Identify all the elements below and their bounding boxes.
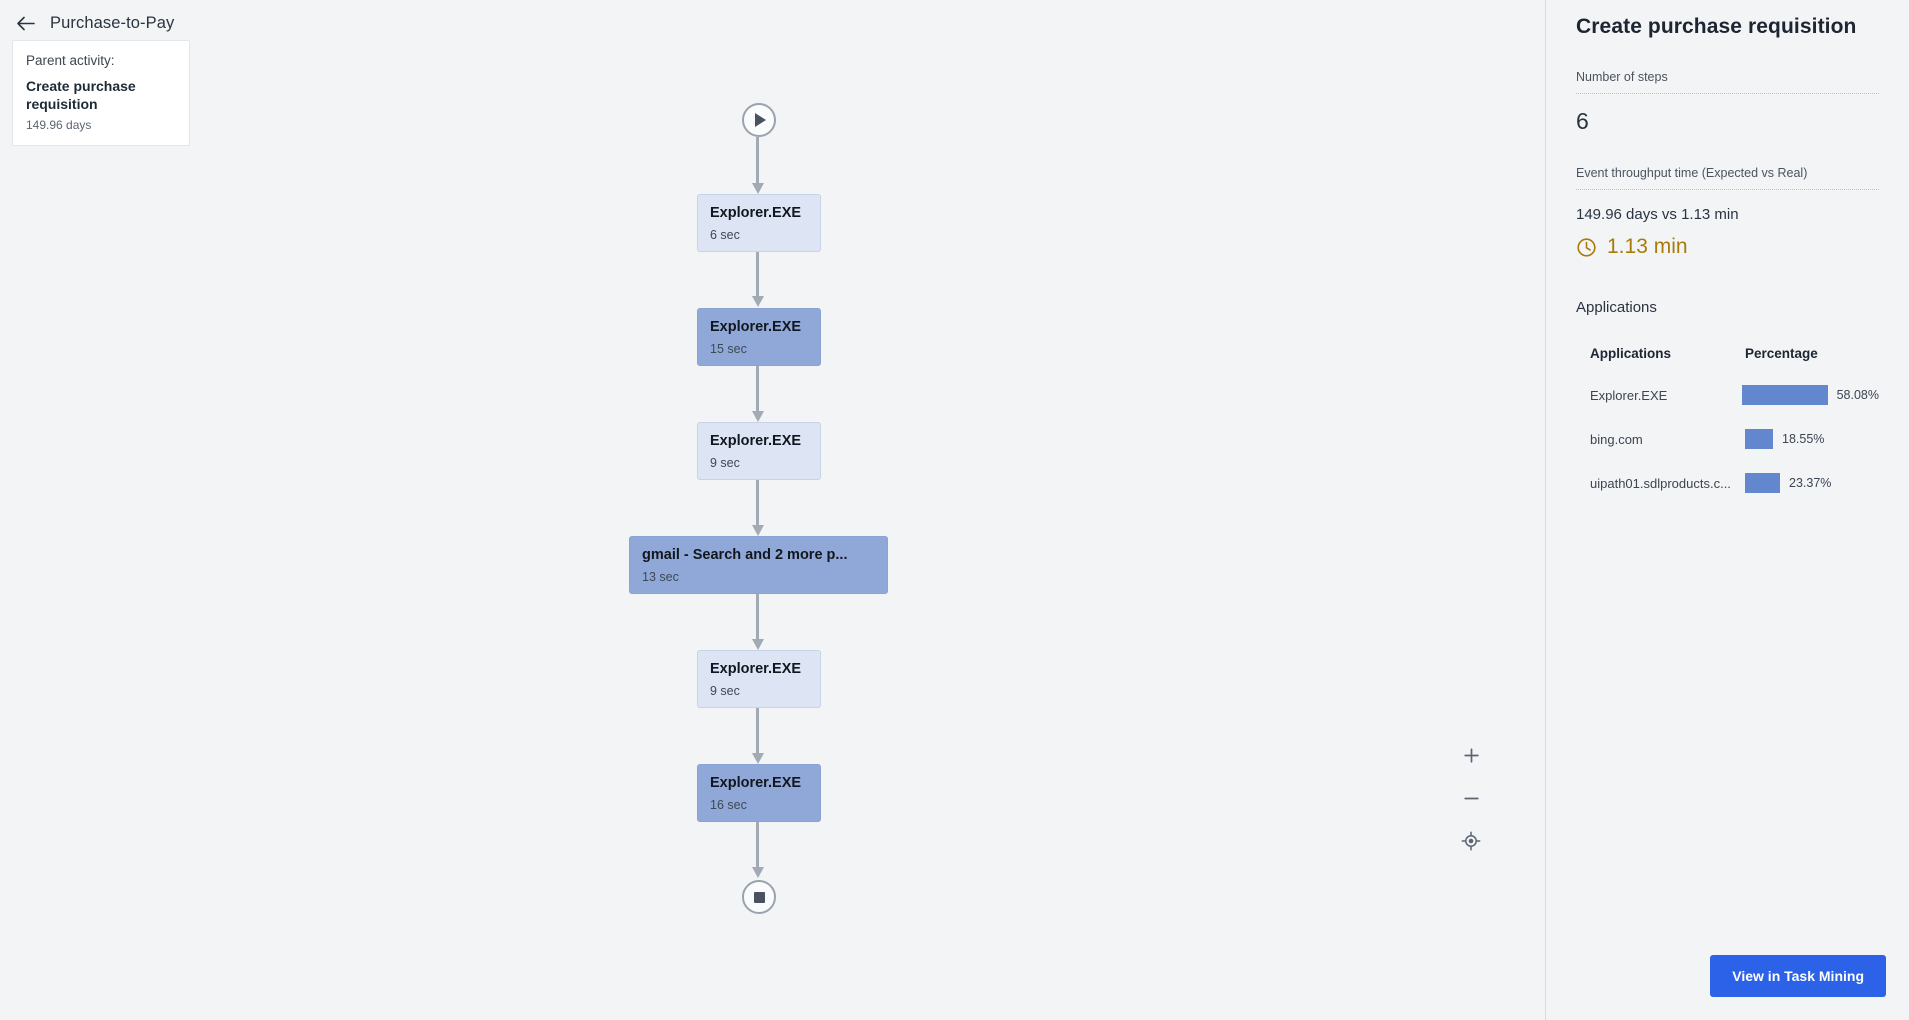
play-icon (755, 113, 766, 127)
table-header-row: Applications Percentage (1576, 346, 1879, 361)
flow-node[interactable]: Explorer.EXE 16 sec (697, 764, 821, 823)
table-row[interactable]: bing.com 18.55% (1576, 429, 1879, 449)
percentage-value: 58.08% (1836, 388, 1879, 402)
flow-node-duration: 15 sec (710, 342, 747, 357)
flow-node[interactable]: Explorer.EXE 15 sec (697, 308, 821, 367)
view-in-task-mining-button[interactable]: View in Task Mining (1710, 955, 1886, 997)
page-title: Purchase-to-Pay (50, 13, 175, 32)
cell-percentage: 58.08% (1741, 385, 1879, 405)
percentage-value: 23.37% (1789, 476, 1832, 490)
flow-node-title: gmail - Search and 2 more p... (642, 547, 848, 563)
flow-node[interactable]: Explorer.EXE 9 sec (697, 650, 821, 709)
applications-table: Applications Percentage Explorer.EXE 58.… (1576, 346, 1879, 493)
throughput-highlight: 1.13 min (1576, 235, 1879, 259)
flow-node-title: Explorer.EXE (710, 775, 802, 791)
percentage-bar (1745, 429, 1773, 449)
cell-percentage: 23.37% (1745, 473, 1831, 493)
cell-application: uipath01.sdlproducts.c... (1590, 475, 1731, 491)
parent-activity-duration: 149.96 days (26, 118, 92, 132)
flow-end-node[interactable] (742, 880, 776, 914)
process-canvas[interactable]: Purchase-to-Pay Parent activity: Create … (0, 0, 1545, 1020)
parent-activity-card[interactable]: Parent activity: Create purchase requisi… (12, 40, 190, 146)
zoom-in-button[interactable] (1460, 744, 1482, 766)
flow-node-title: Explorer.EXE (710, 319, 802, 335)
throughput-label: Event throughput time (Expected vs Real) (1576, 166, 1808, 180)
flow-node-title: Explorer.EXE (710, 661, 802, 677)
column-header-percentage: Percentage (1745, 346, 1818, 361)
cell-percentage: 18.55% (1745, 429, 1824, 449)
flow-node[interactable]: Explorer.EXE 9 sec (697, 422, 821, 481)
flow-node-duration: 13 sec (642, 570, 679, 585)
throughput-highlight-value: 1.13 min (1607, 235, 1688, 258)
zoom-out-button[interactable] (1460, 787, 1482, 809)
divider (1576, 93, 1879, 94)
percentage-bar (1741, 385, 1828, 405)
flow-node-title: Explorer.EXE (710, 205, 802, 221)
table-row[interactable]: Explorer.EXE 58.08% (1576, 385, 1879, 405)
percentage-bar (1745, 473, 1780, 493)
details-panel-title: Create purchase requisition (1576, 15, 1857, 38)
recenter-crosshair-icon[interactable] (1460, 830, 1482, 852)
flow-node-duration: 9 sec (710, 456, 740, 471)
details-panel: Create purchase requisition Number of st… (1545, 0, 1909, 1020)
throughput-value: 149.96 days vs 1.13 min (1576, 206, 1739, 223)
flow-node[interactable]: gmail - Search and 2 more p... 13 sec (629, 536, 888, 595)
parent-activity-name: Create purchase requisition (26, 78, 136, 112)
flow-node-duration: 6 sec (710, 228, 740, 243)
table-row[interactable]: uipath01.sdlproducts.c... 23.37% (1576, 473, 1879, 493)
topbar: Purchase-to-Pay (0, 0, 1545, 46)
cell-application: bing.com (1590, 431, 1643, 447)
parent-activity-label: Parent activity: (26, 53, 115, 68)
flow-node-duration: 16 sec (710, 798, 747, 813)
back-arrow-icon[interactable] (14, 12, 36, 34)
flow-node-title: Explorer.EXE (710, 433, 802, 449)
column-header-applications: Applications (1590, 346, 1672, 361)
divider (1576, 189, 1879, 190)
steps-value: 6 (1576, 108, 1589, 134)
percentage-value: 18.55% (1782, 432, 1825, 446)
zoom-controls (1460, 744, 1482, 852)
cell-application: Explorer.EXE (1590, 387, 1668, 403)
steps-label: Number of steps (1576, 70, 1668, 84)
flow-node-duration: 9 sec (710, 684, 740, 699)
applications-section-title: Applications (1576, 299, 1657, 316)
flow-node[interactable]: Explorer.EXE 6 sec (697, 194, 821, 253)
flow-start-node[interactable] (742, 103, 776, 137)
stop-icon (753, 891, 765, 903)
flow-graph: Explorer.EXE 6 sec Explorer.EXE 15 sec E… (629, 103, 888, 914)
clock-icon (1576, 237, 1597, 258)
